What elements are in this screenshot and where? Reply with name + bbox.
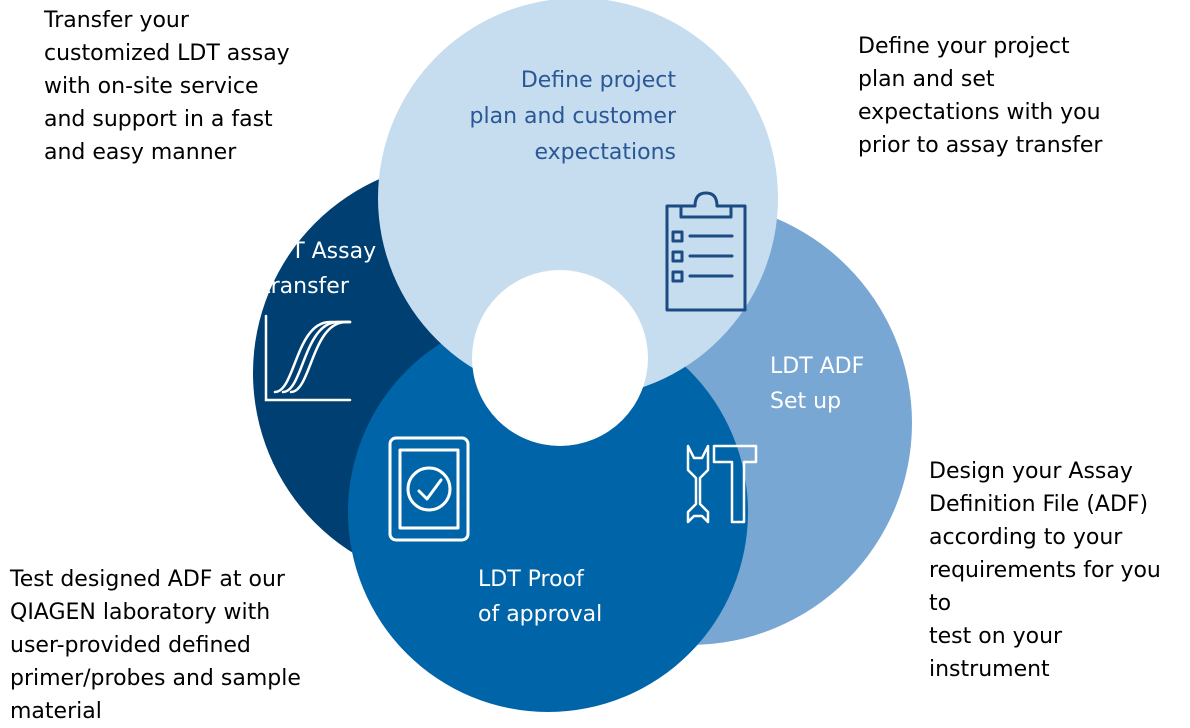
proof-of-approval-segment <box>348 312 748 712</box>
lbl-define-line: plan and customer <box>470 104 677 129</box>
proof-of-approval-label: LDT Proof of approval <box>478 567 602 627</box>
lbl-proof-line: LDT Proof <box>478 567 585 592</box>
amplification-curve-icon <box>264 314 352 402</box>
lbl-adf-line: LDT ADF <box>770 354 864 379</box>
adf-setup-description: Design your Assay Definition File (ADF) … <box>929 459 1161 682</box>
define-plan-label: Define project plan and customer expectati… <box>470 68 677 165</box>
assay-transfer-label: LDT Assay transfer <box>262 239 376 299</box>
wrench-hammer-icon <box>686 444 758 524</box>
lbl-proof-line: of approval <box>478 602 602 627</box>
assay-transfer-description: Transfer your customized LDT assay with … <box>44 8 290 165</box>
lbl-define-line: Define project <box>521 68 677 93</box>
define-plan-segment <box>378 0 778 398</box>
adf-setup-label: LDT ADF Set up <box>770 354 864 414</box>
center-hole <box>472 270 648 446</box>
approval-checkmark-icon <box>388 436 470 542</box>
define-plan-description: Define your project plan and set expecta… <box>858 34 1103 158</box>
lbl-define-line: expectations <box>535 140 676 165</box>
proof-of-approval-description: Test designed ADF at our QIAGEN laborato… <box>10 567 301 724</box>
lbl-adf-line: Set up <box>770 389 841 414</box>
clipboard-checklist-icon <box>665 191 747 312</box>
lbl-transfer-line: transfer <box>262 274 350 299</box>
lbl-transfer-line: LDT Assay <box>262 239 376 264</box>
